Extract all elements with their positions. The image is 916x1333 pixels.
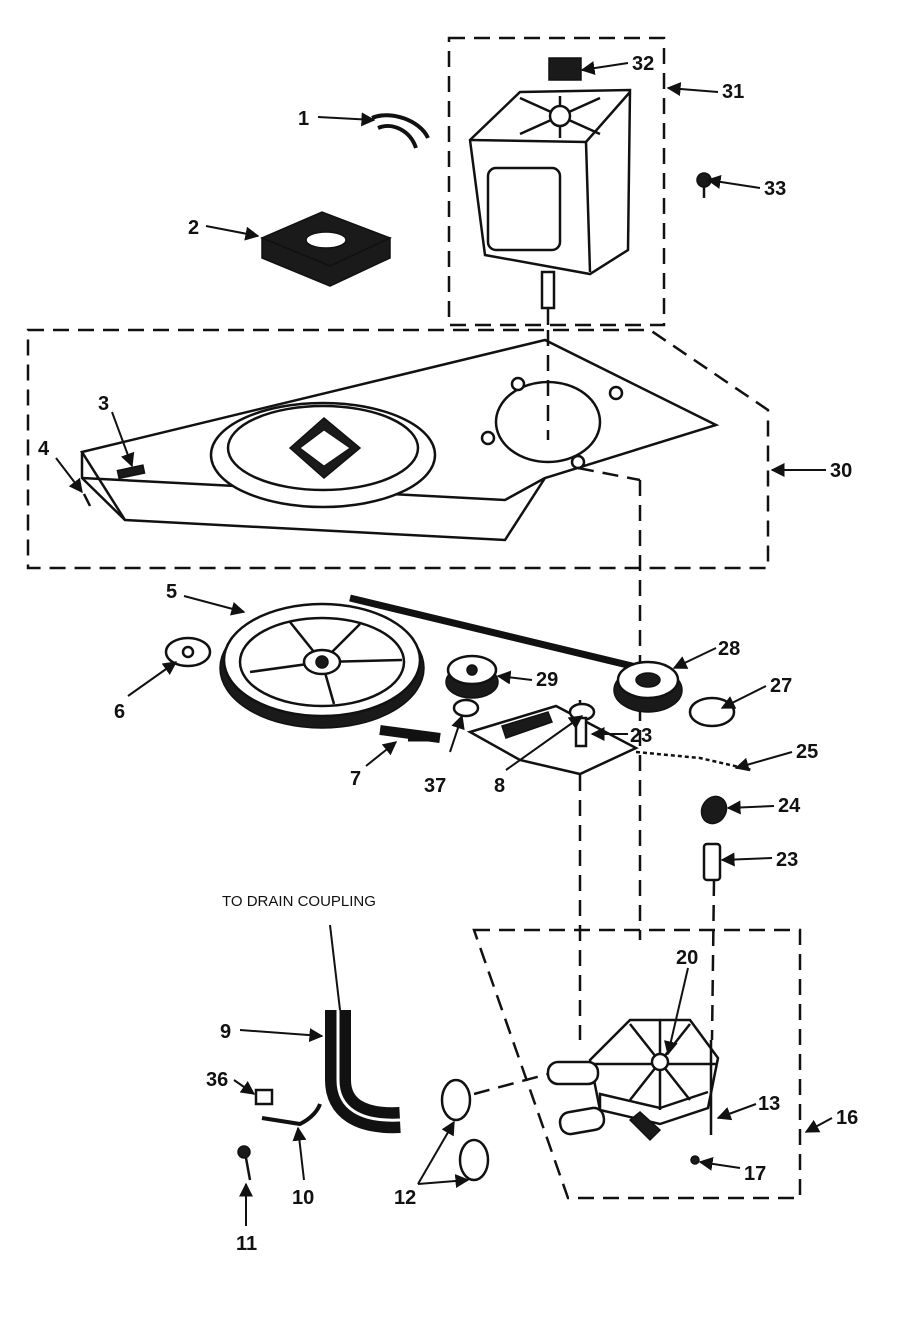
callout-30: 30 xyxy=(830,460,852,482)
nut-24-part xyxy=(700,795,728,825)
hose-clamps xyxy=(440,1078,490,1182)
callout-29: 29 xyxy=(536,669,558,691)
callout-27: 27 xyxy=(770,675,792,697)
pad-part xyxy=(260,211,392,287)
callout-17: 17 xyxy=(744,1163,766,1185)
pin-23-part xyxy=(702,842,722,882)
callout-6: 6 xyxy=(114,701,125,723)
callout-11: 11 xyxy=(236,1233,257,1255)
callout-8: 8 xyxy=(494,775,505,797)
motor-assembly-box xyxy=(447,36,666,327)
washer-6-part xyxy=(164,636,212,668)
callout-36: 36 xyxy=(206,1069,228,1091)
callout-33: 33 xyxy=(764,178,786,200)
callout-28: 28 xyxy=(718,638,740,660)
callout-24: 24 xyxy=(778,795,801,817)
washer-37-part xyxy=(452,698,480,718)
callout-12: 12 xyxy=(394,1187,416,1209)
callout-16: 16 xyxy=(836,1107,858,1129)
callout-23-lower: 23 xyxy=(776,849,798,871)
callout-25: 25 xyxy=(796,741,818,763)
callout-9: 9 xyxy=(220,1021,231,1043)
callout-32: 32 xyxy=(632,53,654,75)
drain-hose xyxy=(325,924,401,1134)
callout-10: 10 xyxy=(292,1187,314,1209)
callout-13: 13 xyxy=(758,1093,780,1115)
drive-pulley xyxy=(219,602,425,729)
callout-31: 31 xyxy=(722,81,744,103)
drain-coupling-note: TO DRAIN COUPLING xyxy=(222,893,376,910)
pump xyxy=(473,1018,720,1142)
leader-lines xyxy=(55,61,833,1226)
callout-labels: 1 2 3 4 5 6 7 8 9 10 11 12 13 16 17 20 2… xyxy=(38,53,858,1255)
screw-17-part xyxy=(690,1155,700,1165)
callout-23-upper: 23 xyxy=(630,725,652,747)
idler-pulley xyxy=(445,654,499,699)
idler-bracket xyxy=(466,702,639,776)
washer-27-part xyxy=(688,696,736,728)
clamp-10-part xyxy=(261,1103,322,1127)
motor xyxy=(468,57,632,325)
screw-4-part xyxy=(82,493,92,507)
callout-20: 20 xyxy=(676,947,698,969)
mounting-plate-assembly-box xyxy=(26,328,770,570)
callout-3: 3 xyxy=(98,393,109,415)
belt-end xyxy=(379,725,441,743)
callout-2: 2 xyxy=(188,217,199,239)
callout-5: 5 xyxy=(166,581,177,603)
screw-part xyxy=(696,172,712,198)
spring-25 xyxy=(635,750,753,772)
callout-37: 37 xyxy=(424,775,446,797)
motor-pulley xyxy=(613,660,683,713)
callout-1: 1 xyxy=(298,108,309,130)
screw-11-part xyxy=(237,1145,252,1181)
clip-part xyxy=(371,113,430,149)
callout-7: 7 xyxy=(350,768,361,790)
clip-36-part xyxy=(254,1088,274,1106)
mounting-plate xyxy=(80,330,720,1040)
callout-4: 4 xyxy=(38,438,50,460)
